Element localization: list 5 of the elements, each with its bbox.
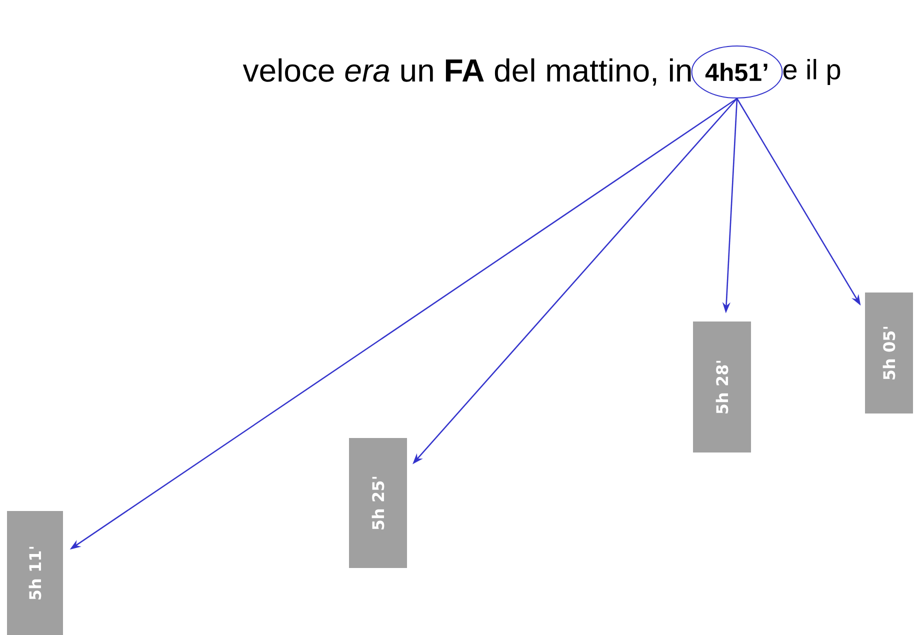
time-box: 5h 05' — [865, 292, 913, 414]
time-box: 5h 28' — [693, 322, 751, 452]
sentence-text: veloce era un FA del mattino, in — [242, 58, 691, 86]
time-box: 5h 25' — [349, 438, 407, 568]
time-box: 5h 11' — [7, 511, 63, 635]
